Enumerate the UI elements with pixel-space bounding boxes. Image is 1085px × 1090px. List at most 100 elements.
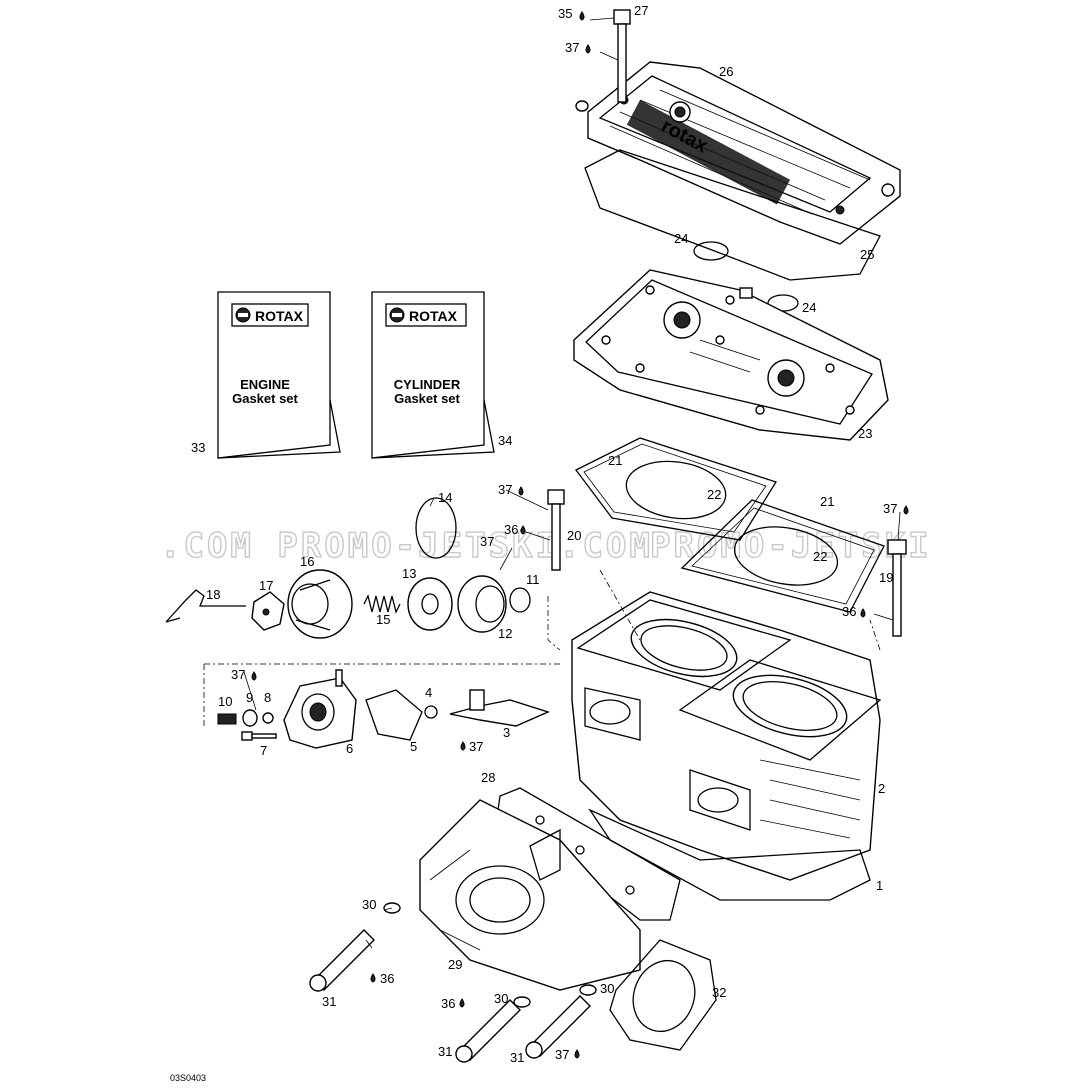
callout-37b: 37	[498, 482, 512, 497]
callout-36b: 36	[842, 604, 856, 619]
card-line2: Gasket set	[394, 391, 460, 406]
callout-28: 28	[481, 770, 495, 785]
card-brand: ROTAX	[255, 308, 304, 324]
card-line1: CYLINDER	[394, 377, 461, 392]
card-line2: Gasket set	[232, 391, 298, 406]
callout-25: 25	[860, 247, 874, 262]
bolt-31c	[525, 995, 591, 1059]
rotax-logo-icon	[235, 307, 251, 323]
callout-19: 19	[879, 570, 893, 585]
callout-4: 4	[425, 685, 432, 700]
lubricant-drop-icon	[460, 741, 466, 751]
gasket-5	[365, 689, 423, 741]
callout-24b: 24	[802, 300, 816, 315]
lubricant-drop-icons	[251, 11, 909, 1059]
engine-gasket-card: ROTAX ENGINE Gasket set 33	[191, 291, 341, 459]
callout-37a: 37	[565, 40, 579, 55]
card-line1: ENGINE	[240, 377, 290, 392]
cylinder-gasket-card: ROTAX CYLINDER Gasket set 34	[371, 291, 512, 459]
callout-36a: 36	[504, 522, 518, 537]
callout-36c: 36	[380, 971, 394, 986]
o-ring-24a	[693, 241, 729, 261]
callout-2: 2	[878, 781, 885, 796]
callout-37g: 37	[555, 1047, 569, 1062]
callout-37e: 37	[231, 667, 245, 682]
valve-cover-16	[287, 569, 353, 639]
fitting-10	[217, 713, 237, 725]
cylinder-block	[571, 591, 882, 881]
callout-31c: 31	[510, 1050, 524, 1065]
valve-blade-3	[449, 689, 550, 727]
callout-31b: 31	[438, 1044, 452, 1059]
washer-30b	[513, 996, 531, 1008]
callout-33: 33	[191, 440, 205, 455]
lubricant-drop-icon	[518, 486, 524, 496]
lubricant-drop-icon	[251, 671, 257, 681]
lubricant-drop-icon	[579, 11, 585, 21]
head-gasket-21a	[575, 437, 777, 541]
bolt-19	[887, 539, 907, 637]
callout-34: 34	[498, 433, 512, 448]
valve-housing-6	[283, 669, 357, 749]
callouts: 1 2 3 4 5 6 7 8 9 10 11 12 13 14 15 16 1…	[206, 3, 897, 1065]
lubricant-drop-icon	[903, 505, 909, 515]
lubricant-drop-icon	[574, 1049, 580, 1059]
callout-36d: 36	[441, 996, 455, 1011]
exhaust-manifold	[419, 799, 641, 991]
callout-30b: 30	[494, 991, 508, 1006]
callout-32: 32	[712, 985, 726, 1000]
lubricant-drop-icon	[585, 44, 591, 54]
leader-lines	[203, 17, 901, 949]
callout-21b: 21	[820, 494, 834, 509]
lubricant-drop-icon	[860, 608, 866, 618]
flange-gasket-32	[609, 939, 717, 1051]
spring-15	[363, 594, 401, 614]
cylinder-head-cover: rotax	[575, 61, 901, 245]
callout-10: 10	[218, 694, 232, 709]
callout-9: 9	[246, 690, 253, 705]
callout-1: 1	[876, 878, 883, 893]
callout-30c: 30	[600, 981, 614, 996]
callout-5: 5	[410, 739, 417, 754]
callout-17: 17	[259, 578, 273, 593]
callout-21a: 21	[608, 453, 622, 468]
callout-20: 20	[567, 528, 581, 543]
bolt-31b	[455, 999, 521, 1063]
card-brand: ROTAX	[409, 308, 458, 324]
washer-30c	[579, 984, 597, 996]
callout-22a: 22	[707, 487, 721, 502]
callout-24a: 24	[674, 231, 688, 246]
bolt-27	[613, 9, 631, 103]
o-ring-14	[415, 497, 457, 559]
lubricant-drop-icon	[370, 973, 376, 983]
callout-30a: 30	[362, 897, 376, 912]
callout-22b: 22	[813, 549, 827, 564]
lubricant-drop-icon	[520, 525, 526, 535]
callout-37f: 37	[469, 739, 483, 754]
callout-35: 35	[558, 6, 572, 21]
callout-13: 13	[402, 566, 416, 581]
callout-37d: 37	[883, 501, 897, 516]
callout-26: 26	[719, 64, 733, 79]
callout-7: 7	[260, 743, 267, 758]
washer-8	[262, 712, 274, 724]
callout-23: 23	[858, 426, 872, 441]
screw-7	[241, 731, 277, 741]
callout-15: 15	[376, 612, 390, 627]
callout-29: 29	[448, 957, 462, 972]
watermark-left: .COM PROMO-JETSKI.COM	[160, 526, 653, 566]
bolt-20	[547, 489, 565, 571]
callout-27: 27	[634, 3, 648, 18]
callout-3: 3	[503, 725, 510, 740]
cylinder-head	[573, 269, 889, 441]
rotax-logo-icon	[389, 307, 405, 323]
callout-31a: 31	[322, 994, 336, 1009]
head-gasket-21b	[680, 499, 885, 613]
bellows-12	[457, 575, 507, 633]
callout-18: 18	[206, 587, 220, 602]
callout-11: 11	[526, 572, 540, 587]
callout-37c: 37	[480, 534, 494, 549]
drawing-code: 03S0403	[170, 1073, 206, 1083]
